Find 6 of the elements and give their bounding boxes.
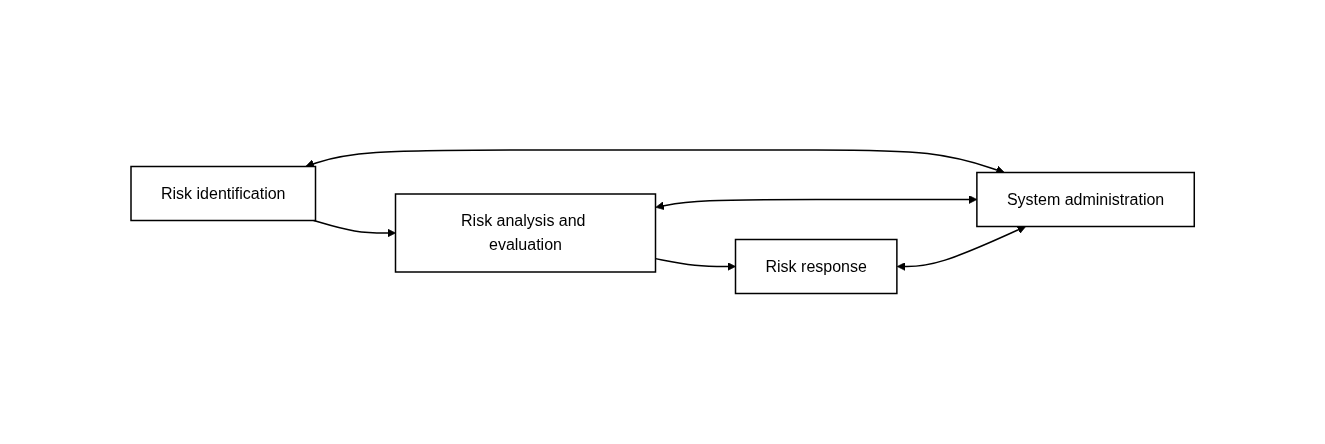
node-box: System administration xyxy=(976,172,1195,228)
node-box: Risk identification xyxy=(130,166,317,222)
arrow xyxy=(896,226,1026,272)
node-box: Risk response xyxy=(734,239,898,295)
node-box: Risk analysis and evaluation xyxy=(394,193,657,273)
arrow xyxy=(312,220,396,238)
